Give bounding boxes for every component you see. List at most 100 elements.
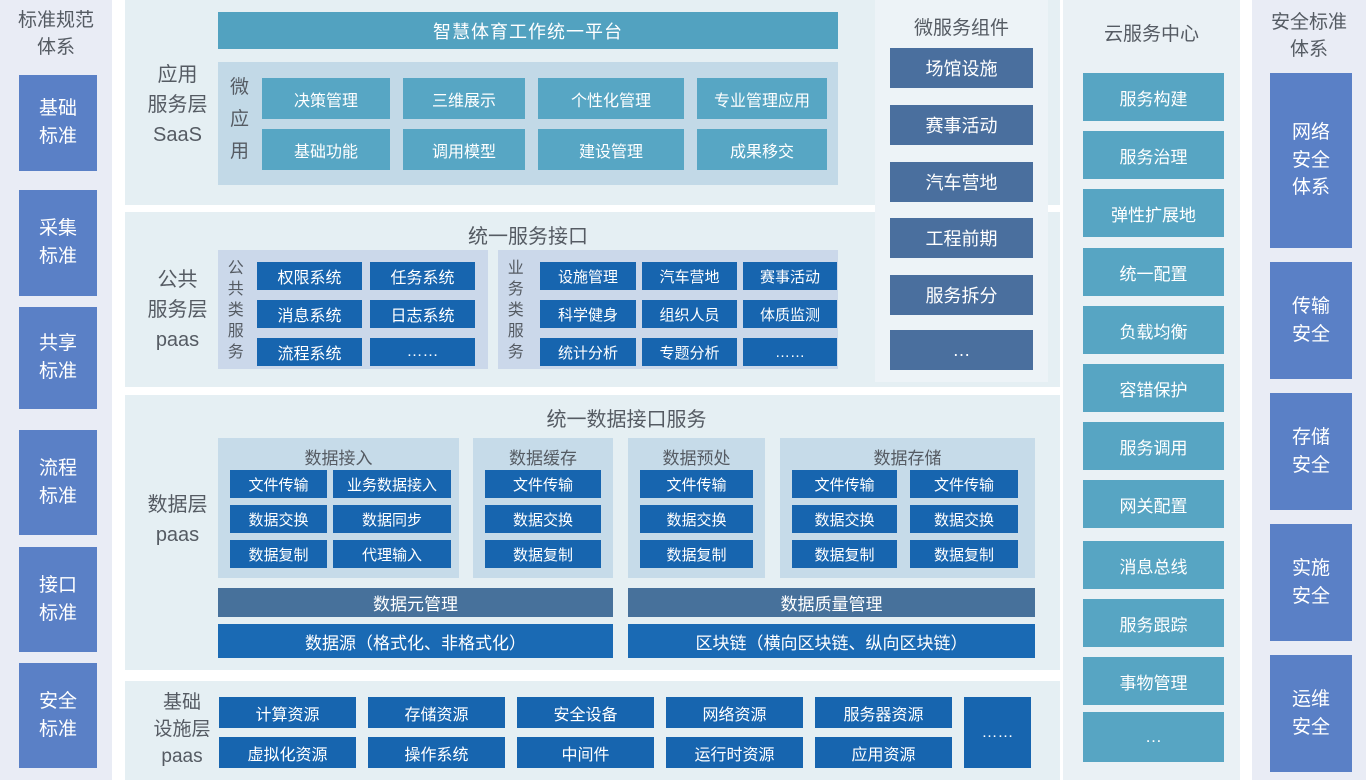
- security-item: 传输 安全: [1270, 262, 1352, 379]
- standards-column-title: 标准规范 体系: [17, 10, 94, 58]
- data-quality-bar: 数据质量管理: [628, 588, 1035, 617]
- data-node: 数据复制: [910, 540, 1018, 568]
- cloud-node: 服务调用: [1083, 422, 1224, 470]
- cloud-node: 网关配置: [1083, 480, 1224, 528]
- security-item: 网络 安全 体系: [1270, 73, 1352, 248]
- data-storage-group: 数据存储 文件传输 文件传输 数据交换 数据交换 数据复制 数据复制: [780, 438, 1035, 578]
- infra-node: 安全设备: [517, 697, 654, 728]
- data-node: 数据交换: [640, 505, 753, 533]
- service-node: 赛事活动: [743, 262, 837, 290]
- service-node: 统计分析: [540, 338, 636, 366]
- data-node: 文件传输: [792, 470, 897, 498]
- data-source-bar: 数据源（格式化、非格式化）: [218, 624, 613, 658]
- micro-app-label: 微应用: [229, 77, 249, 162]
- security-item: 存储 安全: [1270, 393, 1352, 510]
- data-node: 数据复制: [640, 540, 753, 568]
- microservice-node: 服务拆分: [890, 275, 1033, 315]
- microservice-more-node: …: [890, 330, 1033, 370]
- data-node: 文件传输: [485, 470, 601, 498]
- security-standards-column: 安全标准 体系 网络 安全 体系 传输 安全 存储 安全 实施 安全 运维 安全: [1252, 0, 1366, 780]
- infrastructure-layer-panel: 基础 设施层 paas 计算资源 存储资源 安全设备 网络资源 服务器资源 ………: [125, 681, 1060, 780]
- service-node: 科学健身: [540, 300, 636, 328]
- cloud-center-title: 云服务中心: [1103, 24, 1199, 45]
- standards-item: 接口 标准: [19, 547, 97, 652]
- data-preprocess-title: 数据预处: [662, 449, 731, 468]
- data-cache-title: 数据缓存: [509, 449, 577, 468]
- standards-item: 流程 标准: [19, 430, 97, 535]
- infra-node: 运行时资源: [666, 737, 803, 768]
- cloud-node: 事物管理: [1083, 657, 1224, 705]
- service-node: 专题分析: [642, 338, 737, 366]
- cloud-center-column: 云服务中心 服务构建 服务治理 弹性扩展地 统一配置 负载均衡 容错保护 服务调…: [1063, 0, 1240, 780]
- infra-node: 中间件: [517, 737, 654, 768]
- microservice-node: 赛事活动: [890, 105, 1033, 145]
- cloud-node: 容错保护: [1083, 364, 1224, 412]
- cloud-node: 消息总线: [1083, 541, 1224, 589]
- public-services-grid: 权限系统 任务系统 消息系统 日志系统 流程系统 ……: [257, 262, 475, 366]
- data-access-group: 数据接入 文件传输 业务数据接入 数据交换 数据同步 数据复制 代理输入: [218, 438, 459, 578]
- unified-data-interface-title: 统一数据接口服务: [546, 409, 707, 431]
- standards-item: 基础 标准: [19, 75, 97, 171]
- cloud-more-node: …: [1083, 712, 1224, 762]
- data-preprocess-grid: 文件传输 数据交换 数据复制: [640, 470, 753, 568]
- infra-more-node: ……: [964, 697, 1031, 768]
- micro-app-node: 专业管理应用: [697, 78, 827, 119]
- unified-service-interface-title: 统一服务接口: [468, 226, 588, 248]
- security-standards-title: 安全标准 体系: [1270, 12, 1347, 60]
- standards-item: 安全 标准: [19, 663, 97, 768]
- infra-node: 虚拟化资源: [219, 737, 356, 768]
- infra-node: 网络资源: [666, 697, 803, 728]
- infra-node: 操作系统: [368, 737, 505, 768]
- service-node: 汽车营地: [642, 262, 737, 290]
- infra-node: 存储资源: [368, 697, 505, 728]
- public-services-group: 公共类服务 权限系统 任务系统 消息系统 日志系统 流程系统 ……: [218, 250, 488, 369]
- micro-app-node: 调用模型: [403, 129, 525, 170]
- service-node: 组织人员: [642, 300, 737, 328]
- standards-column: 标准规范 体系 基础 标准 采集 标准 共享 标准 流程 标准 接口 标准 安全…: [0, 0, 112, 780]
- cloud-node: 统一配置: [1083, 248, 1224, 296]
- cloud-node: 服务构建: [1083, 73, 1224, 121]
- cloud-node: 负载均衡: [1083, 306, 1224, 354]
- business-services-group: 业务类服务 设施管理 汽车营地 赛事活动 科学健身 组织人员 体质监测 统计分析…: [498, 250, 838, 369]
- data-node: 文件传输: [910, 470, 1018, 498]
- data-access-grid: 文件传输 业务数据接入 数据交换 数据同步 数据复制 代理输入: [230, 470, 451, 568]
- micro-app-node: 建设管理: [538, 129, 684, 170]
- data-node: 数据交换: [792, 505, 897, 533]
- micro-app-node: 个性化管理: [538, 78, 684, 119]
- data-node: 数据复制: [230, 540, 327, 568]
- micro-app-grid: 决策管理 三维展示 个性化管理 专业管理应用 基础功能 调用模型 建设管理 成果…: [262, 78, 827, 170]
- data-meta-bar: 数据元管理: [218, 588, 613, 617]
- service-node: 权限系统: [257, 262, 362, 290]
- data-storage-title: 数据存储: [873, 449, 942, 468]
- service-node: 流程系统: [257, 338, 362, 366]
- public-services-group-label: 公共类服务: [227, 260, 244, 362]
- data-layer-label: 数据层 paas: [147, 494, 208, 546]
- cloud-node: 服务治理: [1083, 131, 1224, 179]
- data-node: 数据交换: [230, 505, 327, 533]
- infrastructure-grid: 计算资源 存储资源 安全设备 网络资源 服务器资源 …… 虚拟化资源 操作系统 …: [219, 697, 1031, 768]
- security-item: 实施 安全: [1270, 524, 1352, 641]
- platform-header: 智慧体育工作统一平台: [218, 12, 838, 49]
- microservice-node: 场馆设施: [890, 48, 1033, 88]
- data-node: 数据同步: [333, 505, 451, 533]
- cloud-node: 服务跟踪: [1083, 599, 1224, 647]
- data-layer-panel: 统一数据接口服务 数据层 paas 数据接入 文件传输 业务数据接入 数据交换 …: [125, 395, 1060, 670]
- infra-node: 计算资源: [219, 697, 356, 728]
- business-services-grid: 设施管理 汽车营地 赛事活动 科学健身 组织人员 体质监测 统计分析 专题分析 …: [540, 262, 837, 366]
- microservice-node: 工程前期: [890, 218, 1033, 258]
- data-node: 数据交换: [910, 505, 1018, 533]
- security-item: 运维 安全: [1270, 655, 1352, 772]
- data-cache-grid: 文件传输 数据交换 数据复制: [485, 470, 601, 568]
- data-node: 代理输入: [333, 540, 451, 568]
- microservices-title: 微服务组件: [913, 18, 1009, 39]
- service-node: 消息系统: [257, 300, 362, 328]
- service-node: 设施管理: [540, 262, 636, 290]
- microservices-column: 微服务组件 场馆设施 赛事活动 汽车营地 工程前期 服务拆分 …: [875, 0, 1048, 382]
- data-storage-grid: 文件传输 文件传输 数据交换 数据交换 数据复制 数据复制: [792, 470, 1018, 568]
- data-node: 数据复制: [792, 540, 897, 568]
- data-node: 业务数据接入: [333, 470, 451, 498]
- micro-app-node: 基础功能: [262, 129, 390, 170]
- infrastructure-layer-label: 基础 设施层 paas: [153, 692, 211, 767]
- micro-app-container: 微应用 决策管理 三维展示 个性化管理 专业管理应用 基础功能 调用模型 建设管…: [218, 62, 838, 185]
